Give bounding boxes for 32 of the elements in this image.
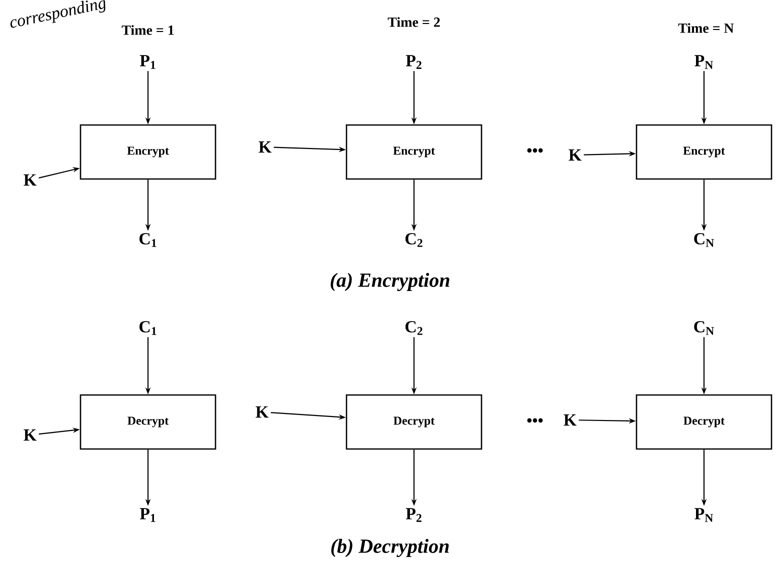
block-label: C$_{1}$ [139,233,156,247]
block-label: C$_{N}$ [694,233,714,247]
process-box: Decrypt [346,394,482,450]
ellipsis: ••• [527,418,543,423]
process-box: Encrypt [346,124,482,180]
block-label: C$_{N}$ [694,321,714,335]
key-label: K [256,406,268,418]
block-label: P$_{1}$ [140,55,156,69]
key-label: K [258,141,272,153]
block-label: P$_{2}$ [406,508,422,522]
block-label: P$_{N}$ [694,508,714,522]
block-label: C$_{1}$ [139,321,156,335]
key-label: K [564,414,576,426]
key-label: K [24,429,36,441]
process-box: Encrypt [80,124,216,180]
block-label: P$_{2}$ [406,55,422,69]
time-label: Time = 2 [388,17,440,27]
key-label: K [24,174,36,186]
process-box: Decrypt [80,394,216,450]
block-label: C$_{2}$ [405,233,422,247]
time-label: Time = N [678,23,734,33]
page-text: corresponding [10,0,106,28]
block-label: P$_{1}$ [140,508,156,522]
caption: (b) Decryption [331,538,449,558]
caption: (a) Encryption [330,272,450,292]
key-label: K [568,149,582,161]
block-label: C$_{2}$ [405,321,422,335]
block-label: P$_{N}$ [694,55,714,69]
process-box: Encrypt [636,124,772,180]
process-box: Decrypt [636,394,772,450]
time-label: Time = 1 [122,25,174,35]
ellipsis: ••• [527,148,543,153]
